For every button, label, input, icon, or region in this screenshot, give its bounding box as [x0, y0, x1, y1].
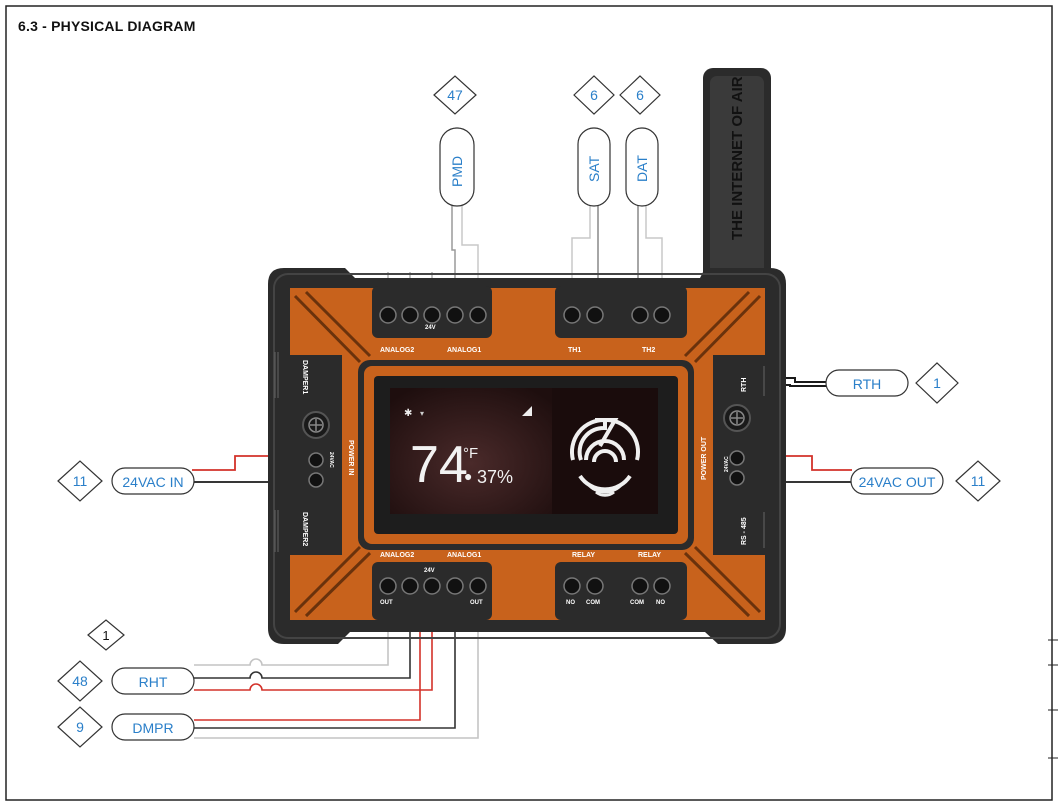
svg-text:11: 11 [971, 473, 986, 489]
label-damper2: DAMPER2 [301, 512, 308, 546]
svg-text:24VAC IN: 24VAC IN [122, 474, 183, 490]
label-rs485: RS - 485 [741, 517, 748, 545]
brand-logo-icon [569, 417, 641, 497]
pin-relay-no-2: NO [656, 600, 665, 606]
label-24vac-out: 24VAC [724, 456, 730, 472]
label-power-out: POWER OUT [701, 436, 708, 480]
antenna: THE INTERNET OF AIR [703, 68, 771, 283]
callout-dat: 6 [619, 75, 661, 115]
label-analog1-bottom: ANALOG1 [447, 552, 481, 559]
label-analog2-bottom: ANALOG2 [380, 552, 414, 559]
signal-icon [522, 406, 532, 416]
pin-relay-no-1: NO [566, 600, 575, 606]
callout-dmpr: 9 [57, 706, 103, 748]
svg-text:RTH: RTH [853, 376, 882, 392]
svg-text:SAT: SAT [586, 155, 602, 182]
vac-out-tag: 24VAC OUT [850, 467, 944, 495]
rht-dmpr-wires [194, 600, 479, 739]
pin-24v-bottom: 24V [424, 568, 435, 574]
svg-text:DMPR: DMPR [132, 720, 173, 736]
label-relay-1: RELAY [572, 552, 595, 559]
label-relay-2: RELAY [638, 552, 661, 559]
status-icon: ▾ [420, 409, 424, 418]
svg-text:47: 47 [447, 87, 463, 103]
label-th2: TH2 [642, 347, 655, 354]
svg-text:1: 1 [933, 375, 941, 391]
pin-out-1: OUT [380, 600, 393, 606]
pin-24v-top: 24V [425, 325, 436, 331]
callout-sat: 6 [573, 75, 615, 115]
temperature-unit: °F [463, 445, 478, 462]
svg-text:6: 6 [590, 87, 598, 103]
rth-tag: RTH [825, 369, 909, 397]
section-title: 6.3 - PHYSICAL DIAGRAM [18, 18, 196, 34]
antenna-text: THE INTERNET OF AIR [729, 76, 746, 240]
vac-in-tag: 24VAC IN [111, 467, 195, 495]
temperature-value: 74 [410, 436, 468, 494]
page-border [5, 5, 1053, 801]
callout-rht: 48 [57, 660, 103, 702]
display-screen: ✱ ▾ 74 °F ● 37% [390, 388, 658, 514]
label-24vac-in: 24VAC [328, 452, 334, 468]
label-analog2-top: ANALOG2 [380, 347, 414, 354]
dmpr-tag: DMPR [111, 713, 195, 741]
rht-tag: RHT [111, 667, 195, 695]
side-connectors [274, 352, 765, 552]
pin-relay-com-2: COM [630, 600, 644, 606]
label-damper1: DAMPER1 [301, 360, 308, 394]
terminals-power [308, 450, 745, 488]
screw-right [723, 404, 751, 432]
screw-left [302, 411, 330, 439]
callout-rht-above: 1 [87, 619, 125, 651]
pin-out-2: OUT [470, 600, 483, 606]
svg-text:PMD: PMD [449, 156, 465, 187]
svg-text:24VAC OUT: 24VAC OUT [859, 474, 936, 490]
label-th1: TH1 [568, 347, 581, 354]
label-rth-port: RTH [741, 378, 748, 392]
droplet-icon: ● [464, 468, 472, 484]
terminals-top [379, 306, 671, 324]
label-power-in: POWER IN [347, 440, 354, 475]
pmd-tag: PMD [439, 127, 475, 207]
svg-text:RHT: RHT [139, 674, 168, 690]
callout-vac-out: 11 [955, 460, 1001, 502]
callout-rth: 1 [915, 362, 959, 404]
svg-text:48: 48 [72, 673, 88, 689]
fan-icon: ✱ [404, 408, 412, 419]
callout-vac-in: 11 [57, 460, 103, 502]
svg-text:DAT: DAT [634, 155, 650, 182]
terminals-bottom [379, 577, 671, 595]
humidity-value: 37% [477, 467, 513, 487]
label-analog1-top: ANALOG1 [447, 347, 481, 354]
svg-text:6: 6 [636, 87, 644, 103]
sat-tag: SAT [577, 127, 611, 207]
dat-tag: DAT [625, 127, 659, 207]
svg-text:9: 9 [76, 719, 84, 735]
callout-pmd: 47 [433, 75, 477, 115]
svg-text:1: 1 [102, 628, 109, 643]
pin-relay-com-1: COM [586, 600, 600, 606]
svg-text:11: 11 [73, 473, 88, 489]
